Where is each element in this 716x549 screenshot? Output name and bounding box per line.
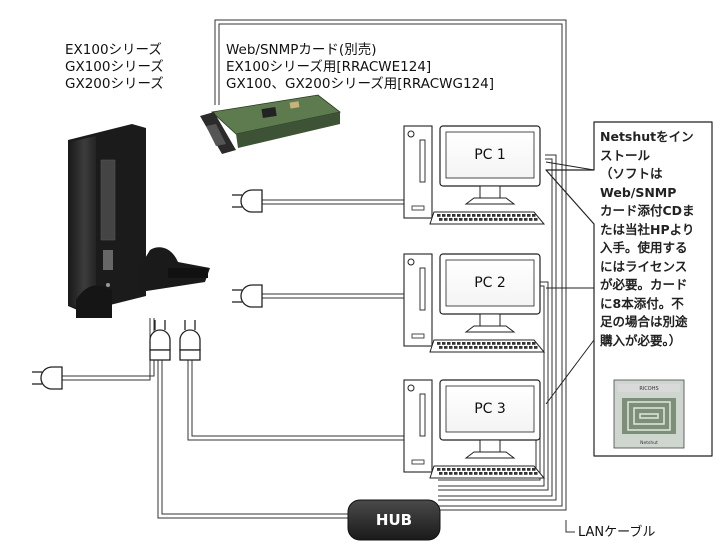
callout-line: にはライセンス	[600, 258, 688, 274]
callout-line: カード添付CDま	[600, 203, 695, 218]
callout-line: Web/SNMP	[600, 184, 677, 200]
pc-1-label: PC 1	[474, 147, 506, 163]
snmp-card	[200, 94, 341, 154]
lan-cable-pc2	[438, 281, 549, 491]
netshut-callout	[545, 121, 713, 457]
callout-line: 足の場合は別途	[600, 314, 688, 329]
power-cable-ups-mains	[62, 318, 151, 381]
ups-series-gx200: GX200シリーズ	[65, 76, 164, 92]
callout-line: 購入が必要。）	[600, 332, 682, 348]
lan-cable-label: LANケーブル	[578, 525, 656, 540]
callout-line: （ソフトは	[600, 166, 663, 181]
power-cable-pc3	[187, 360, 404, 441]
callout-line: ストール	[600, 147, 651, 163]
plug-icon-ups-mains	[32, 366, 63, 390]
snmp-card-gx-model: GX100、GX200シリーズ用[RRACWG124]	[226, 76, 495, 92]
plug-icon-pc1	[232, 189, 263, 213]
pc-3	[403, 379, 546, 479]
pc-2	[403, 253, 546, 353]
ups-series-label: EX100シリーズ GX100シリーズ GX200シリーズ	[65, 42, 164, 93]
lan-cable-ups	[214, 19, 567, 511]
plug-icon-pc2	[232, 284, 263, 308]
lan-cables	[214, 19, 575, 533]
pc-2-label: PC 2	[474, 275, 506, 291]
power-cables	[62, 199, 404, 519]
netshut-package-box: RICOHS Netshut	[613, 379, 685, 449]
power-cable-hub	[157, 360, 350, 519]
pc-1	[403, 125, 546, 225]
snmp-card-label: Web/SNMPカード(別売) EX100シリーズ用[RRACWE124] GX…	[226, 42, 494, 93]
callout-line: 入手。使用する	[600, 240, 688, 255]
callout-line: が必要。カード	[600, 277, 688, 292]
lan-cable-pc1	[438, 154, 557, 501]
package-product-text: Netshut	[640, 440, 658, 446]
ups-series-ex100: EX100シリーズ	[65, 42, 162, 58]
callout-text: Netshutをイン ストール （ソフトは Web/SNMP カード添付CDま …	[600, 128, 695, 350]
ups-tower	[68, 124, 210, 318]
hub	[347, 499, 441, 541]
snmp-card-title: Web/SNMPカード(別売)	[226, 42, 377, 58]
callout-line: たは当社HPより	[600, 221, 695, 237]
package-brand-text: RICOHS	[639, 386, 658, 392]
ups-series-gx100: GX100シリーズ	[65, 59, 164, 75]
callout-line: に8本添付。不	[600, 295, 684, 311]
plug-icon-outlet-1	[149, 320, 171, 361]
pc-3-label: PC 3	[474, 401, 506, 417]
plug-icon-outlet-2	[179, 320, 201, 361]
snmp-card-ex100-model: EX100シリーズ用[RRACWE124]	[226, 59, 432, 75]
callout-line: Netshutをイン	[600, 129, 694, 144]
hub-label: HUB	[375, 511, 413, 529]
